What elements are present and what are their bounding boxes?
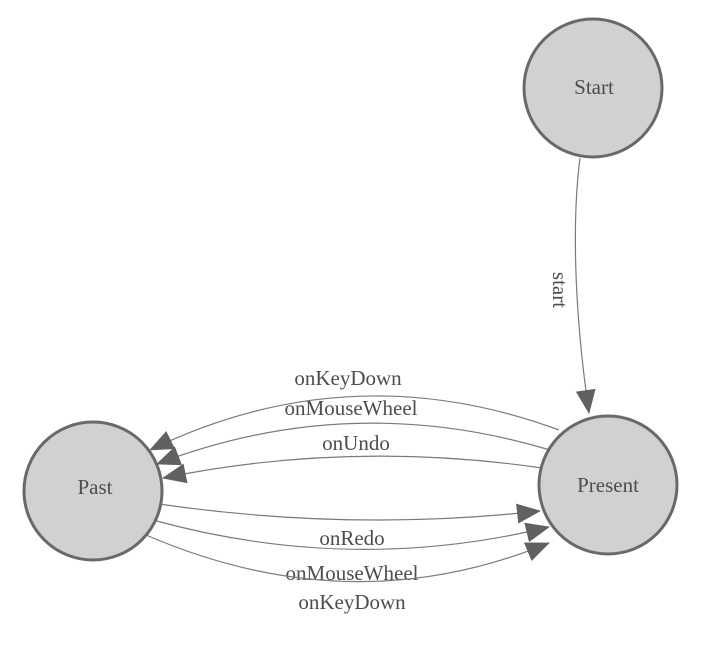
node-start-label: Start xyxy=(574,75,614,99)
edge-label-onredo: onRedo xyxy=(319,526,384,550)
edge-label-onundo: onUndo xyxy=(322,431,390,455)
edge-line-start xyxy=(574,157,596,414)
edge-label-onkeydown-top: onKeyDown xyxy=(294,366,402,390)
edge-line-onkeydown-top xyxy=(149,395,560,451)
edge-past-to-present-onredo: onRedo xyxy=(158,503,541,550)
edge-present-to-past-onkeydown: onKeyDown xyxy=(149,366,560,451)
node-past: Past xyxy=(22,420,164,562)
edge-present-to-past-onmousewheel: onMouseWheel xyxy=(156,396,551,466)
edge-line-onredo xyxy=(158,503,541,524)
node-past-label: Past xyxy=(77,475,112,499)
edge-line-onmousewheel-bottom xyxy=(152,519,550,550)
edge-past-to-present-onkeydown: onKeyDown xyxy=(145,534,550,614)
edge-line-onmousewheel-top xyxy=(156,422,551,466)
edge-line-onkeydown-bottom xyxy=(145,534,550,583)
node-present-circle xyxy=(537,414,679,556)
node-past-circle xyxy=(22,420,164,562)
edge-label-onmousewheel-top: onMouseWheel xyxy=(285,396,418,420)
node-present: Present xyxy=(537,414,679,556)
edge-label-start: start xyxy=(548,272,572,308)
edge-start-to-present: start xyxy=(548,157,596,414)
edge-present-to-past-onundo: onUndo xyxy=(162,431,543,484)
edge-label-onkeydown-bottom: onKeyDown xyxy=(298,590,406,614)
edge-line-onundo xyxy=(162,455,543,484)
node-start-circle xyxy=(522,17,664,159)
node-start: Start xyxy=(522,17,664,159)
node-present-label: Present xyxy=(577,473,639,497)
